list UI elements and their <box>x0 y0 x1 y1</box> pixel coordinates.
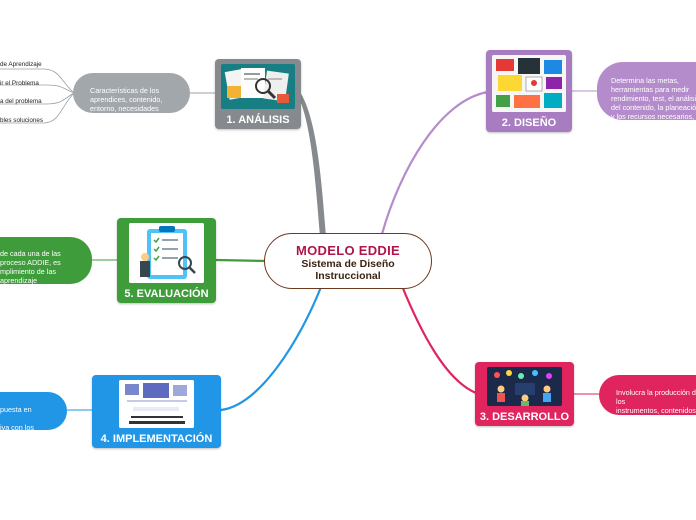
evaluacion-note-text: de cada una de las proceso ADDIE, es mpl… <box>0 249 61 284</box>
link-leaf-1 <box>0 68 75 94</box>
desarrollo-note-text: Involucra la producción de los instrumen… <box>616 388 696 415</box>
connector-diseno <box>380 90 489 235</box>
development-team-icon <box>487 367 562 406</box>
branch-implementacion-label: 4. IMPLEMENTACIÓN <box>100 433 213 445</box>
link-leaf-2 <box>0 84 75 94</box>
connector-implementacion <box>220 286 323 412</box>
leaf-3[interactable]: a del problema <box>0 98 42 105</box>
magnifier-documents-icon <box>221 64 295 109</box>
branch-analisis[interactable]: 1. ANÁLISIS <box>215 59 301 129</box>
central-title: MODELO EDDIE <box>296 243 400 258</box>
design-tools-icon <box>492 55 566 112</box>
branch-analisis-label: 1. ANÁLISIS <box>226 114 290 126</box>
diseno-note[interactable]: Determina las metas, herramientas para m… <box>597 62 696 120</box>
link-leaf-4 <box>0 92 75 124</box>
implementacion-note[interactable]: puesta en iva con los <box>0 392 67 430</box>
central-subtitle: Sistema de Diseño Instruccional <box>301 258 395 282</box>
leaf-4[interactable]: bles soluciones <box>0 117 44 124</box>
leaf-1[interactable]: de Aprendizaje <box>0 61 42 68</box>
central-node[interactable]: MODELO EDDIE Sistema de Diseño Instrucci… <box>264 233 432 289</box>
connector-evaluacion <box>215 258 267 263</box>
branch-evaluacion[interactable]: 5. EVALUACIÓN <box>117 218 216 303</box>
implementation-plan-icon <box>119 380 194 428</box>
branch-diseno-label: 2. DISEÑO <box>501 117 557 129</box>
evaluation-checklist-icon <box>129 223 204 283</box>
analisis-note[interactable]: Características de los aprendices, conte… <box>73 73 190 113</box>
branch-desarrollo[interactable]: 3. DESARROLLO <box>475 362 574 426</box>
connector-desarrollo <box>400 285 477 395</box>
branch-diseno[interactable]: 2. DISEÑO <box>486 50 572 132</box>
leaf-2[interactable]: ir el Problema <box>0 80 39 87</box>
connector-analisis <box>297 92 326 236</box>
evaluacion-note[interactable]: de cada una de las proceso ADDIE, es mpl… <box>0 237 92 284</box>
branch-desarrollo-label: 3. DESARROLLO <box>479 411 570 423</box>
desarrollo-note[interactable]: Involucra la producción de los instrumen… <box>599 375 696 415</box>
branch-implementacion[interactable]: 4. IMPLEMENTACIÓN <box>92 375 221 448</box>
diseno-note-text: Determina las metas, herramientas para m… <box>611 76 696 120</box>
analisis-note-text: Características de los aprendices, conte… <box>90 86 163 113</box>
implementacion-note-text: puesta en iva con los <box>0 405 34 430</box>
branch-evaluacion-label: 5. EVALUACIÓN <box>124 288 209 300</box>
link-leaf-3 <box>0 92 75 105</box>
